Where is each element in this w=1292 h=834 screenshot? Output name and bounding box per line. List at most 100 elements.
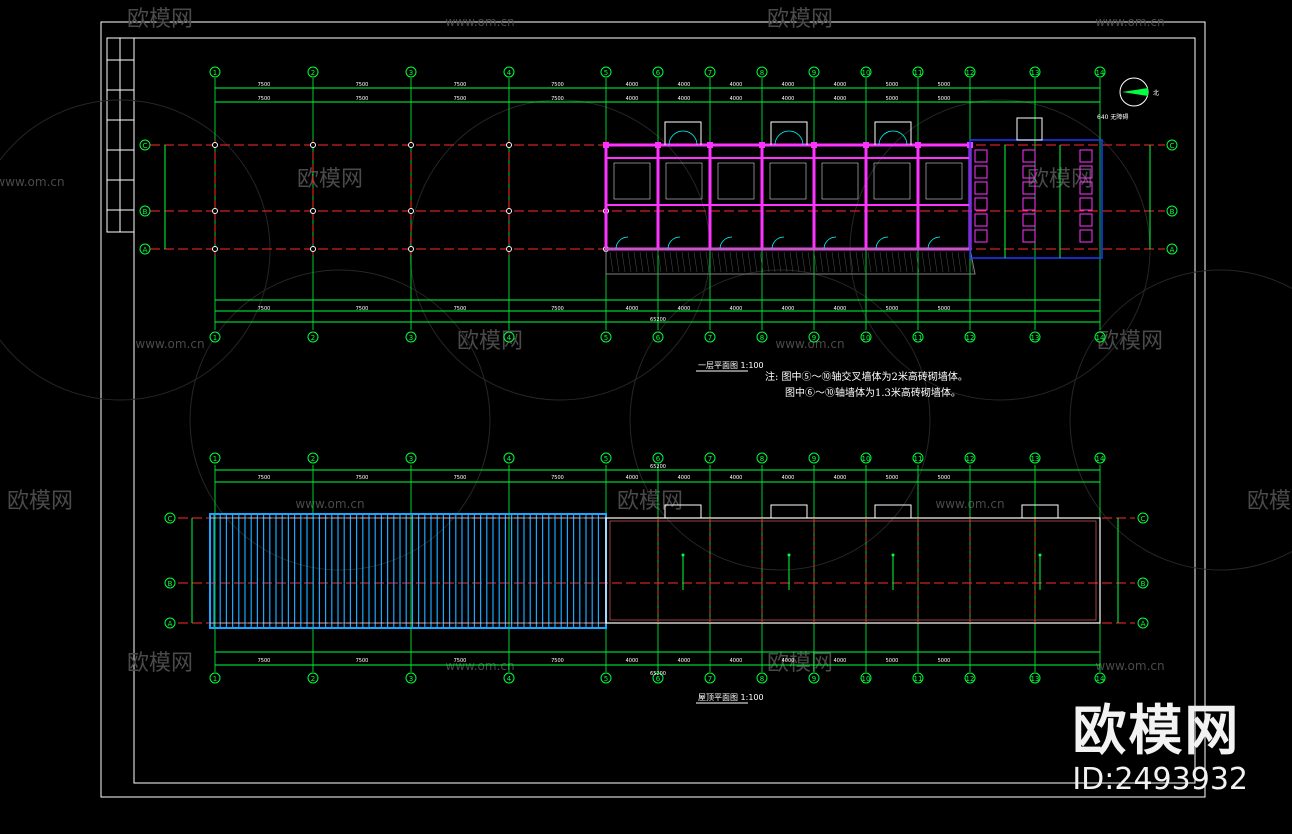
- dim-label: 7500: [454, 306, 467, 312]
- grid-bubble: [860, 672, 872, 684]
- ramp-hatch: [765, 251, 770, 273]
- grid-bubble: [307, 331, 319, 343]
- ramp-hatch: [777, 251, 782, 273]
- grid-number-top: 13: [1031, 455, 1040, 463]
- grid-bubble: [964, 331, 976, 343]
- watermark-layer: 欧模网欧模网欧模网欧模网欧模网欧模网欧模网欧模网欧模网欧模网欧模网www.om.…: [0, 7, 1292, 676]
- grid-number-bottom: 11: [914, 334, 923, 342]
- grid-number-top: 7: [708, 69, 712, 77]
- entry-canopy: [874, 121, 912, 145]
- grid-bubble: [704, 66, 716, 78]
- grid-bubble: [503, 672, 515, 684]
- stall: [1079, 149, 1093, 163]
- ramp-hatch: [633, 251, 638, 273]
- grid-number-top: 11: [914, 69, 923, 77]
- grid-number-bottom: 4: [507, 675, 512, 683]
- canopy-roof: [874, 504, 912, 519]
- grid-bubble: [964, 672, 976, 684]
- column-marker: [408, 208, 414, 214]
- ramp-hatch: [681, 251, 686, 273]
- ramp-hatch: [951, 251, 956, 273]
- door-swing: [667, 236, 681, 250]
- dim-label: 4000: [782, 96, 795, 102]
- grid-bubble: [1094, 66, 1106, 78]
- grid-number-top: 6: [656, 69, 661, 77]
- title-strip: [106, 37, 135, 233]
- dim-label: 7500: [551, 82, 564, 88]
- grid-bubble: [164, 577, 176, 589]
- ramp-hatch: [855, 251, 860, 273]
- drain-point: [681, 553, 685, 557]
- dim-label: 7500: [258, 658, 271, 664]
- grid-number-bottom: 14: [1096, 675, 1105, 683]
- dim-label: 7500: [356, 658, 369, 664]
- drain-point: [1038, 553, 1042, 557]
- flat-roof: [605, 517, 1101, 624]
- grid-letter-left: C: [168, 515, 173, 523]
- grid-bubble: [164, 617, 176, 629]
- dim-label: 4000: [730, 475, 743, 481]
- dim-label: 5000: [886, 96, 899, 102]
- grid-number-top: 10: [862, 69, 871, 77]
- grid-number-top: 14: [1096, 69, 1105, 77]
- stall: [1022, 197, 1036, 211]
- grid-number-top: 9: [812, 455, 816, 463]
- grid-bubble: [1094, 672, 1106, 684]
- grid-number-bottom: 4: [507, 334, 512, 342]
- column: [759, 142, 765, 148]
- grid-bubble: [756, 672, 768, 684]
- column-marker: [212, 142, 218, 148]
- grid-number-bottom: 14: [1096, 334, 1105, 342]
- grid-bubble: [652, 331, 664, 343]
- ramp-hatch: [687, 251, 692, 273]
- ramp-hatch: [639, 251, 644, 273]
- ground-floor-plan: 1122334455667788991010111112121313141475…: [139, 66, 1178, 343]
- grid-number-top: 3: [409, 455, 413, 463]
- watermark-url: www.om.cn: [0, 175, 65, 189]
- door-swing: [719, 236, 733, 250]
- column: [811, 142, 817, 148]
- building-outline: [604, 143, 972, 251]
- stall: [974, 181, 988, 195]
- ramp-hatch: [615, 251, 620, 273]
- ramp-hatch: [657, 251, 662, 273]
- watermark-arc: [0, 99, 271, 401]
- grid-number-top: 3: [409, 69, 413, 77]
- ramp-hatch: [903, 251, 908, 273]
- stall: [974, 165, 988, 179]
- grid-number-top: 1: [213, 455, 217, 463]
- dim-label: 4000: [626, 96, 639, 102]
- watermark-brand: 欧模网: [767, 7, 833, 32]
- grid-number-bottom: 7: [708, 675, 712, 683]
- ramp-hatch: [747, 251, 752, 273]
- grid-bubble: [704, 452, 716, 464]
- grid-number-top: 1: [213, 69, 217, 77]
- drain-point: [787, 553, 791, 557]
- dim-label: 4000: [626, 306, 639, 312]
- roof-parapet: [609, 520, 1097, 621]
- grid-bubble: [808, 66, 820, 78]
- dim-label: 7500: [258, 96, 271, 102]
- grid-bubble: [405, 452, 417, 464]
- ramp-hatch: [945, 251, 950, 273]
- grid-number-bottom: 1: [213, 675, 217, 683]
- ramp-hatch: [807, 251, 812, 273]
- door-swing: [771, 236, 785, 250]
- grid-bubble: [756, 331, 768, 343]
- grid-bubble: [1137, 512, 1149, 524]
- grid-letter-left: A: [168, 620, 173, 628]
- room-partition: [717, 162, 755, 200]
- ramp-hatch: [963, 251, 968, 273]
- stall: [1079, 229, 1093, 243]
- grid-number-top: 7: [708, 455, 712, 463]
- ramp-hatch: [735, 251, 740, 273]
- grid-bubble: [503, 331, 515, 343]
- dim-label: 4000: [834, 96, 847, 102]
- dim-label: 5000: [938, 475, 951, 481]
- dim-label: 4000: [678, 306, 691, 312]
- dim-total-label: 65200: [650, 317, 666, 323]
- grid-bubble: [164, 512, 176, 524]
- svg-text:北: 北: [1153, 89, 1159, 97]
- column-marker: [212, 208, 218, 214]
- grid-bubble: [1137, 617, 1149, 629]
